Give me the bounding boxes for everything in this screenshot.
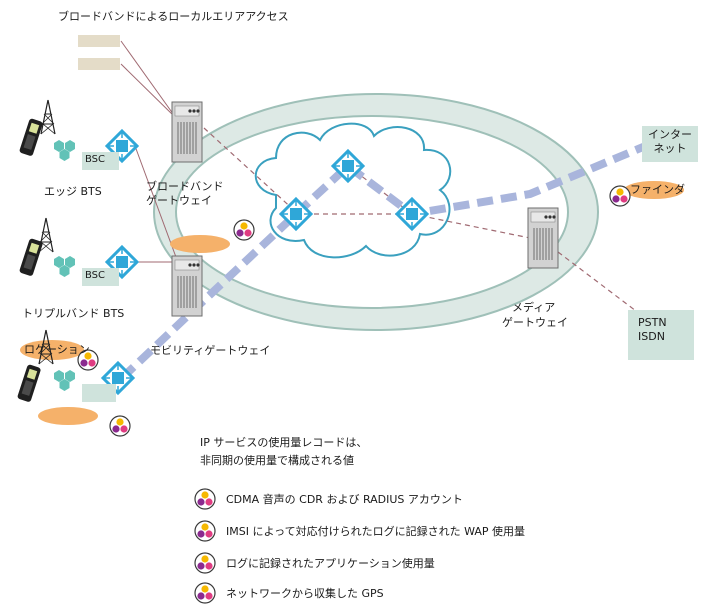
orange-oval-location-label [20, 340, 84, 360]
usage-dots-icon [194, 552, 216, 574]
finder-label: ファインダ [630, 183, 685, 196]
link-bsc1-gw [134, 145, 181, 269]
broadband-gateway-server-icon [171, 101, 203, 163]
cell-tower-edge-icon [40, 99, 56, 135]
internet-label-line1: インター [648, 128, 692, 141]
legend-item-wap: IMSI によって対応付けられたログに記録された WAP 使用量 [194, 520, 525, 542]
legend-label: ネットワークから収集した GPS [226, 587, 384, 600]
orange-oval-location [38, 407, 98, 425]
legend-label: CDMA 音声の CDR および RADIUS アカウント [226, 493, 463, 506]
broadband-gateway-label-2: ゲートウェイ [146, 194, 212, 207]
top-title: ブロードバンドによるローカルエリアアクセス [58, 10, 289, 23]
location-label: ロケーション [24, 343, 90, 356]
pstn-box: PSTN ISDN [628, 310, 694, 360]
internet-box: インター ネット [642, 126, 698, 162]
bsc-box-2: BSC [82, 268, 119, 286]
pstn-label: PSTN [638, 316, 667, 329]
mobility-gateway-label: モビリティゲートウェイ [150, 344, 271, 357]
usage-dots-icon [194, 582, 216, 604]
link-tan2-gw [120, 63, 177, 119]
phone-triple-icon [18, 238, 44, 277]
usage-dots-icon [194, 520, 216, 542]
legend-item-gps: ネットワークから収集した GPS [194, 582, 384, 604]
tan-box-2 [78, 58, 120, 70]
mobility-gateway-server-icon [171, 255, 203, 317]
edge-bts-label: エッジ BTS [44, 185, 102, 198]
hexagon-triple-icon [54, 256, 75, 277]
usage-dots-location2-icon [109, 415, 131, 437]
legend-label: IMSI によって対応付けられたログに記録された WAP 使用量 [226, 525, 526, 538]
legend-item-cdma: CDMA 音声の CDR および RADIUS アカウント [194, 488, 463, 510]
usage-dots-finder-icon [609, 185, 631, 207]
bsc-box-3 [82, 384, 116, 402]
usage-dots-gateway-icon [233, 219, 255, 241]
triple-band-bts-label: トリプルバンド BTS [22, 307, 125, 320]
broadband-gateway-label-1: ブロードバンド [146, 180, 224, 193]
bsc-label-2: BSC [85, 270, 106, 281]
media-gateway-label-2: ゲートウェイ [502, 316, 568, 329]
media-gateway-label-1: メディア [512, 301, 556, 314]
hexagon-location-icon [54, 370, 75, 391]
description-line-2: 非同期の使用量で構成される値 [200, 454, 354, 467]
hexagon-edge-icon [54, 140, 75, 161]
isdn-label: ISDN [638, 330, 665, 343]
phone-edge-icon [18, 118, 44, 157]
link-tan1-gw [120, 40, 177, 119]
phone-location-icon [16, 364, 42, 403]
internet-cloud [254, 122, 452, 259]
bsc-box-1: BSC [82, 152, 119, 170]
bsc-label-1: BSC [85, 154, 106, 165]
orange-oval-finder [624, 181, 684, 199]
description-line-1: IP サービスの使用量レコードは、 [200, 436, 368, 449]
internet-label-line2: ネット [653, 142, 687, 155]
media-gateway-server-icon [527, 207, 559, 269]
tan-box-1 [78, 35, 120, 47]
usage-dots-icon [194, 488, 216, 510]
legend-label: ログに記録されたアプリケーション使用量 [226, 557, 435, 570]
orange-oval-gateway [170, 235, 230, 253]
legend-item-app: ログに記録されたアプリケーション使用量 [194, 552, 435, 574]
